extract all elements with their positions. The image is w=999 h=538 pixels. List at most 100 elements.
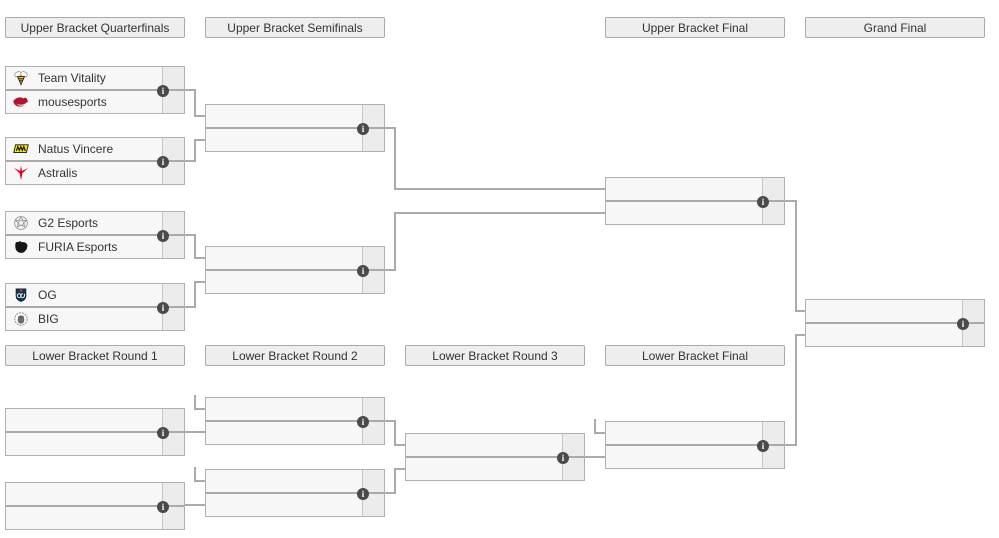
match-grand-final: i — [805, 299, 985, 347]
team-slot[interactable]: mousesports — [6, 91, 184, 113]
score-cell — [162, 483, 184, 505]
match-lb-round2-2: i — [205, 469, 385, 517]
team-slot-empty — [606, 422, 784, 444]
connector-line — [194, 115, 206, 117]
team-slot-empty — [206, 470, 384, 492]
team-slot[interactable]: G2 Esports — [6, 212, 184, 234]
connector-line — [185, 160, 196, 162]
match-ub-final: i — [605, 177, 785, 225]
info-icon[interactable]: i — [157, 427, 169, 439]
match-ub-semifinal-1: i — [205, 104, 385, 152]
score-cell — [162, 409, 184, 431]
info-icon[interactable]: i — [157, 85, 169, 97]
match-ub-semifinal-2: i — [205, 246, 385, 294]
info-icon[interactable]: i — [357, 416, 369, 428]
team-slot[interactable]: BIG — [6, 308, 184, 330]
team-slot-empty — [206, 129, 384, 151]
connector-line — [185, 504, 205, 506]
team-slot[interactable]: FURIA Esports — [6, 236, 184, 258]
connector-line — [194, 139, 196, 162]
connector-line — [394, 420, 396, 446]
furia-esports-logo — [13, 239, 29, 255]
connector-line — [194, 89, 196, 117]
connector-line — [795, 334, 797, 446]
team-name: mousesports — [38, 95, 107, 109]
match-lb-round1-1: i — [5, 408, 185, 456]
score-cell — [162, 162, 184, 184]
match-ub-quarterfinal-1: Team Vitality mousesports i — [5, 66, 185, 114]
team-slot[interactable]: Astralis — [6, 162, 184, 184]
connector-line — [795, 200, 797, 312]
info-icon[interactable]: i — [357, 265, 369, 277]
connector-line — [795, 310, 805, 312]
info-icon[interactable]: i — [957, 318, 969, 330]
team-name: BIG — [38, 312, 59, 326]
info-icon[interactable]: i — [357, 488, 369, 500]
team-slot-empty — [206, 494, 384, 516]
connector-line — [385, 269, 395, 271]
connector-line — [385, 127, 395, 129]
connector-line — [194, 139, 206, 141]
team-slot-empty — [6, 507, 184, 529]
team-slot-empty — [6, 483, 184, 505]
dropdown-hook-line — [194, 408, 205, 410]
connector-line — [394, 127, 396, 190]
astralis-logo — [13, 165, 29, 181]
score-cell — [162, 507, 184, 529]
team-slot-empty — [206, 105, 384, 127]
row-divider — [6, 306, 184, 308]
header-grand-final: Grand Final — [805, 17, 985, 38]
row-divider — [806, 322, 984, 324]
header-lower-bracket-round-1: Lower Bracket Round 1 — [5, 345, 185, 366]
score-cell — [362, 247, 384, 269]
team-name: FURIA Esports — [38, 240, 118, 254]
info-icon[interactable]: i — [757, 196, 769, 208]
info-icon[interactable]: i — [557, 452, 569, 464]
team-name: Natus Vincere — [38, 142, 114, 156]
score-cell — [962, 324, 984, 346]
row-divider — [206, 269, 384, 271]
row-divider — [6, 431, 184, 433]
info-icon[interactable]: i — [757, 440, 769, 452]
score-cell — [362, 105, 384, 127]
row-divider — [6, 505, 184, 507]
team-slot[interactable]: Natus Vincere — [6, 138, 184, 160]
connector-line — [185, 89, 196, 91]
score-cell — [762, 422, 784, 444]
info-icon[interactable]: i — [157, 501, 169, 513]
mousesports-logo — [13, 94, 29, 110]
info-icon[interactable]: i — [157, 302, 169, 314]
info-icon[interactable]: i — [157, 156, 169, 168]
score-cell — [562, 458, 584, 480]
connector-line — [785, 200, 796, 202]
score-cell — [162, 91, 184, 113]
row-divider — [206, 420, 384, 422]
score-cell — [162, 433, 184, 455]
header-upper-bracket-semifinals: Upper Bracket Semifinals — [205, 17, 385, 38]
team-slot[interactable]: Team Vitality — [6, 67, 184, 89]
row-divider — [6, 160, 184, 162]
dropdown-hook-line — [594, 432, 605, 434]
score-cell — [962, 300, 984, 322]
natus-vincere-logo — [13, 141, 29, 157]
match-lb-final: i — [605, 421, 785, 469]
score-cell — [362, 398, 384, 420]
connector-line — [385, 492, 395, 494]
connector-line — [785, 444, 796, 446]
header-upper-bracket-quarterfinals: Upper Bracket Quarterfinals — [5, 17, 185, 38]
info-icon[interactable]: i — [157, 230, 169, 242]
big-logo — [13, 311, 29, 327]
team-slot-empty — [206, 422, 384, 444]
connector-line — [394, 468, 405, 470]
score-cell — [362, 470, 384, 492]
team-slot[interactable]: OG — [6, 284, 184, 306]
row-divider — [406, 456, 584, 458]
dropdown-hook-line — [194, 395, 196, 409]
connector-line — [385, 420, 395, 422]
score-cell — [762, 178, 784, 200]
score-cell — [162, 138, 184, 160]
row-divider — [206, 127, 384, 129]
info-icon[interactable]: i — [357, 123, 369, 135]
connector-line — [194, 281, 206, 283]
connector-line — [394, 468, 396, 494]
